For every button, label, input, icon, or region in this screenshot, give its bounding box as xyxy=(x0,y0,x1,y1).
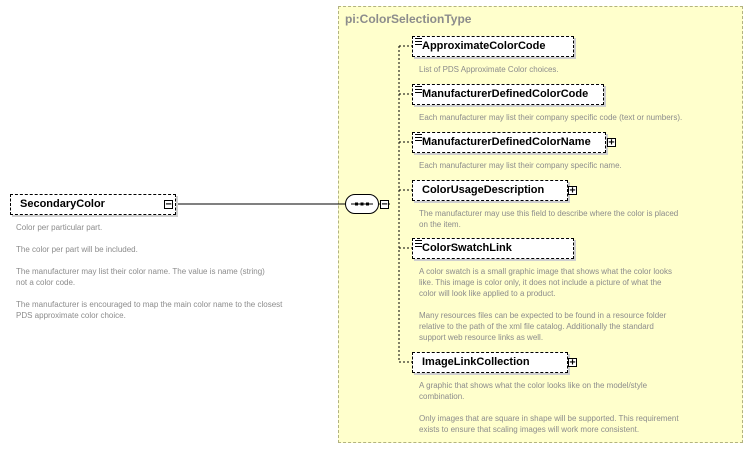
child-description: Each manufacturer may list their company… xyxy=(419,160,739,171)
child-description: Each manufacturer may list their company… xyxy=(419,112,739,123)
element-doc-icon xyxy=(415,86,422,93)
child-element-manufacturer-defined-color-name[interactable]: ManufacturerDefinedColorName xyxy=(412,132,606,153)
expand-button[interactable]: + xyxy=(568,357,577,368)
type-title: pi:ColorSelectionType xyxy=(345,12,472,26)
element-doc-icon xyxy=(415,134,422,141)
child-element-manufacturer-defined-color-code[interactable]: ManufacturerDefinedColorCode xyxy=(412,84,604,105)
child-element-label: ApproximateColorCode xyxy=(422,40,546,52)
child-desc-p2: Many resources files can be expected to … xyxy=(419,311,667,342)
root-desc-p1: Color per particular part. xyxy=(16,223,103,232)
element-doc-icon xyxy=(415,240,422,247)
child-element-label: ManufacturerDefinedColorName xyxy=(422,136,591,148)
child-element-label: ManufacturerDefinedColorCode xyxy=(422,88,589,100)
child-desc-p1: A color swatch is a small graphic image … xyxy=(419,267,673,298)
child-desc-p1: List of PDS Approximate Color choices. xyxy=(419,65,559,74)
child-desc-p2: Only images that are square in shape wil… xyxy=(419,414,679,434)
child-element-label: ColorUsageDescription xyxy=(422,184,545,196)
child-element-image-link-collection[interactable]: ImageLinkCollection xyxy=(412,352,568,373)
child-description: A graphic that shows what the color look… xyxy=(419,380,739,435)
child-element-color-swatch-link[interactable]: ColorSwatchLink xyxy=(412,238,574,259)
child-element-color-usage-description[interactable]: ColorUsageDescription xyxy=(412,180,568,201)
root-element[interactable]: SecondaryColor xyxy=(10,194,176,215)
child-description: A color swatch is a small graphic image … xyxy=(419,266,739,343)
child-desc-p1: Each manufacturer may list their company… xyxy=(419,113,683,122)
root-element-label: SecondaryColor xyxy=(20,198,105,210)
root-desc-p2: The color per part will be included. xyxy=(16,245,138,254)
child-element-label: ImageLinkCollection xyxy=(422,356,530,368)
root-desc-p3: The manufacturer may list their color na… xyxy=(16,267,265,287)
child-element-approximate-color-code[interactable]: ApproximateColorCode xyxy=(412,36,574,57)
root-description: Color per particular part. The color per… xyxy=(16,222,336,321)
expand-button[interactable]: + xyxy=(607,137,616,148)
child-description: List of PDS Approximate Color choices. xyxy=(419,64,739,75)
child-desc-p1: Each manufacturer may list their company… xyxy=(419,161,622,170)
child-desc-p1: A graphic that shows what the color look… xyxy=(419,381,648,401)
root-desc-p4: The manufacturer is encouraged to map th… xyxy=(16,300,283,320)
root-collapse-button[interactable]: − xyxy=(164,199,173,210)
child-element-label: ColorSwatchLink xyxy=(422,242,512,254)
child-desc-p1: The manufacturer may use this field to d… xyxy=(419,209,679,229)
child-description: The manufacturer may use this field to d… xyxy=(419,208,739,230)
sequence-collapse-button[interactable]: − xyxy=(380,199,389,210)
element-doc-icon xyxy=(415,38,422,45)
sequence-icon xyxy=(351,202,373,206)
sequence-compositor[interactable] xyxy=(345,194,379,214)
expand-button[interactable]: + xyxy=(568,185,577,196)
